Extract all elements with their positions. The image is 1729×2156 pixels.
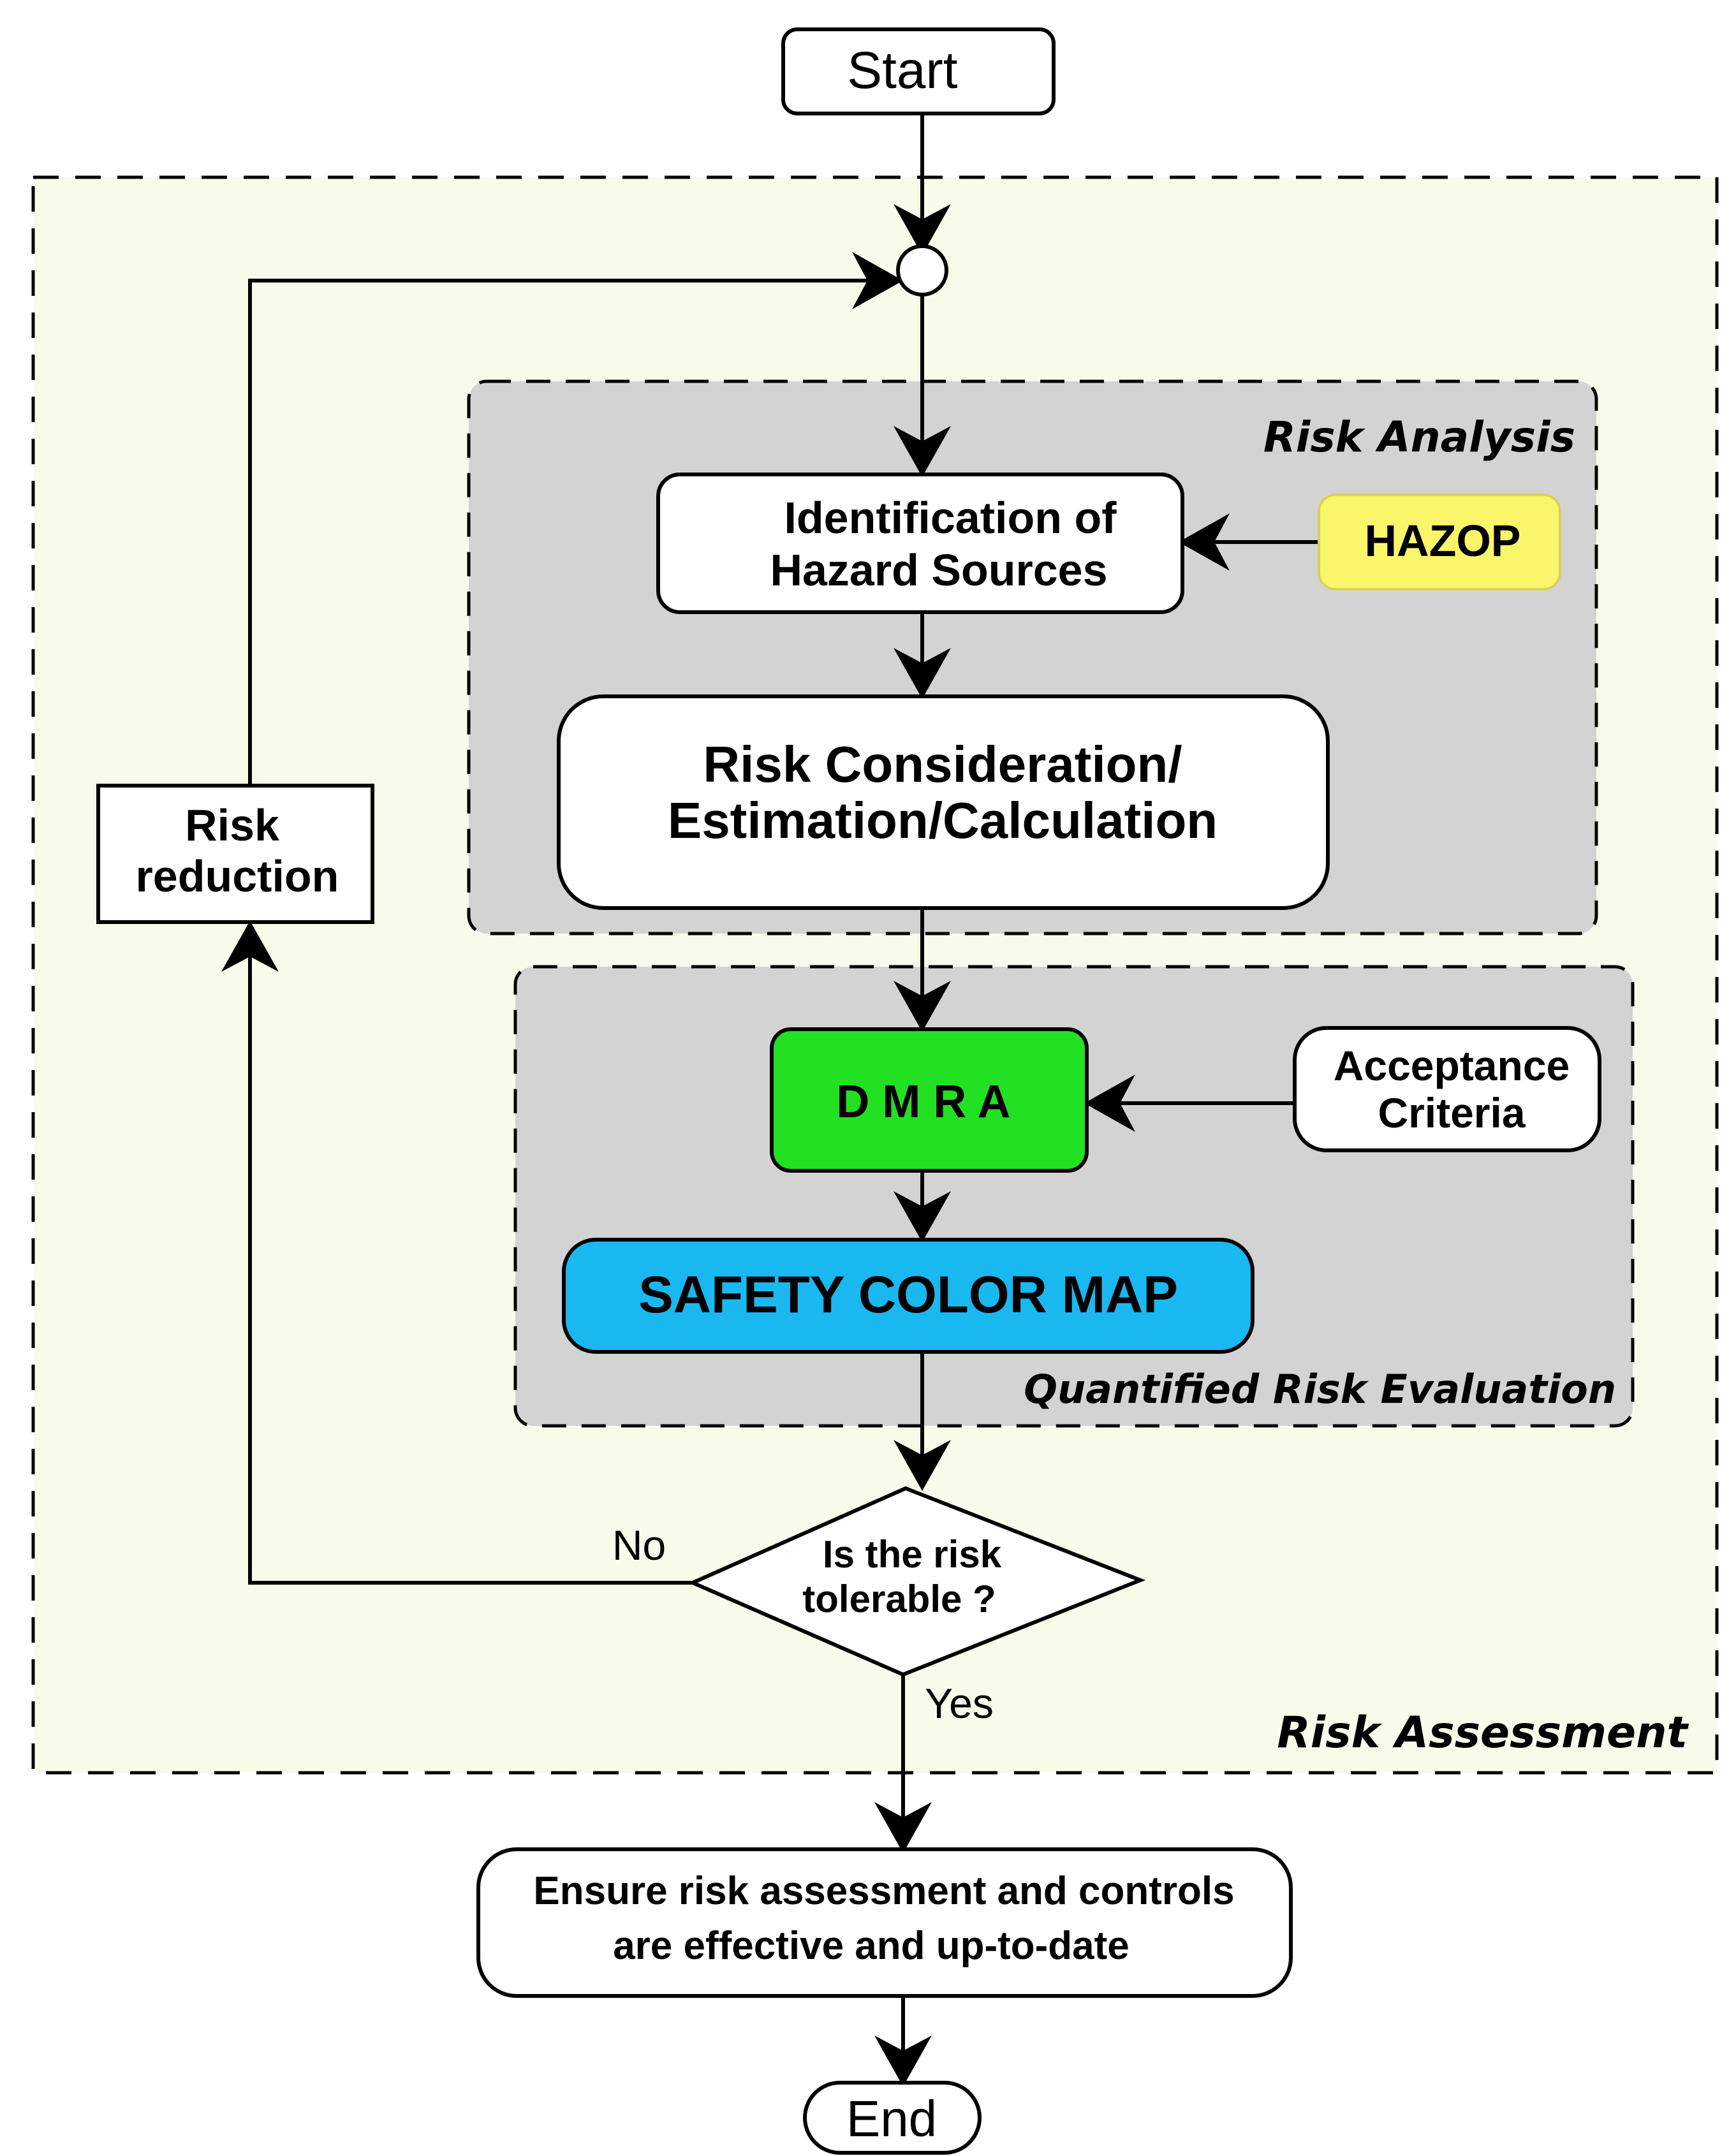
risk-reduction-line2: reduction (136, 851, 339, 901)
risk-assessment-label: Risk Assessment (1277, 1708, 1689, 1758)
end-node[interactable]: End (803, 2081, 982, 2155)
quantified-evaluation-label: Quantified Risk Evaluation (1024, 1366, 1616, 1412)
dmra-node[interactable]: D M R A (770, 1027, 1089, 1173)
risk-reduction-line1: Risk (185, 800, 279, 850)
end-label: End (846, 2090, 937, 2147)
branch-no-label: No (612, 1522, 666, 1569)
identification-node[interactable]: Identification of Hazard Sources (656, 473, 1184, 614)
acceptance-line1: Acceptance (1334, 1042, 1570, 1089)
hazop-node[interactable]: HAZOP (1318, 494, 1561, 590)
risk-reduction-node[interactable]: Risk reduction (96, 784, 374, 924)
acceptance-line2: Criteria (1378, 1089, 1526, 1136)
risk-analysis-label: Risk Analysis (1263, 413, 1575, 462)
connector-decision-no (221, 921, 693, 1585)
identification-label-line1: Identification of (784, 493, 1117, 543)
safety-color-map-node[interactable]: SAFETY COLOR MAP (562, 1238, 1254, 1354)
hazop-label: HAZOP (1365, 516, 1521, 566)
acceptance-criteria-node[interactable]: Acceptance Criteria (1293, 1026, 1601, 1152)
loop-junction (896, 244, 948, 297)
decision-line1: Is the risk (823, 1533, 1002, 1576)
start-node[interactable]: Start (781, 27, 1056, 115)
risk-consideration-line1: Risk Consideration/ (703, 736, 1182, 793)
ensure-line1: Ensure risk assessment and controls (533, 1869, 1234, 1913)
risk-consideration-line2: Estimation/Calculation (668, 792, 1218, 849)
safety-color-map-label: SAFETY COLOR MAP (638, 1266, 1178, 1324)
branch-yes-label: Yes (925, 1680, 994, 1727)
connector-reduction-junction (248, 252, 903, 784)
tolerable-decision-node[interactable]: Is the risk tolerable ? (688, 1486, 1146, 1677)
decision-line2: tolerable ? (802, 1578, 996, 1620)
start-label: Start (847, 41, 957, 99)
risk-consideration-node[interactable]: Risk Consideration/ Estimation/Calculati… (557, 694, 1330, 910)
dmra-label: D M R A (836, 1076, 1010, 1127)
identification-label-line2: Hazard Sources (770, 545, 1107, 595)
ensure-effective-node[interactable]: Ensure risk assessment and controls are … (476, 1847, 1293, 1998)
ensure-line2: are effective and up-to-date (613, 1924, 1129, 1968)
